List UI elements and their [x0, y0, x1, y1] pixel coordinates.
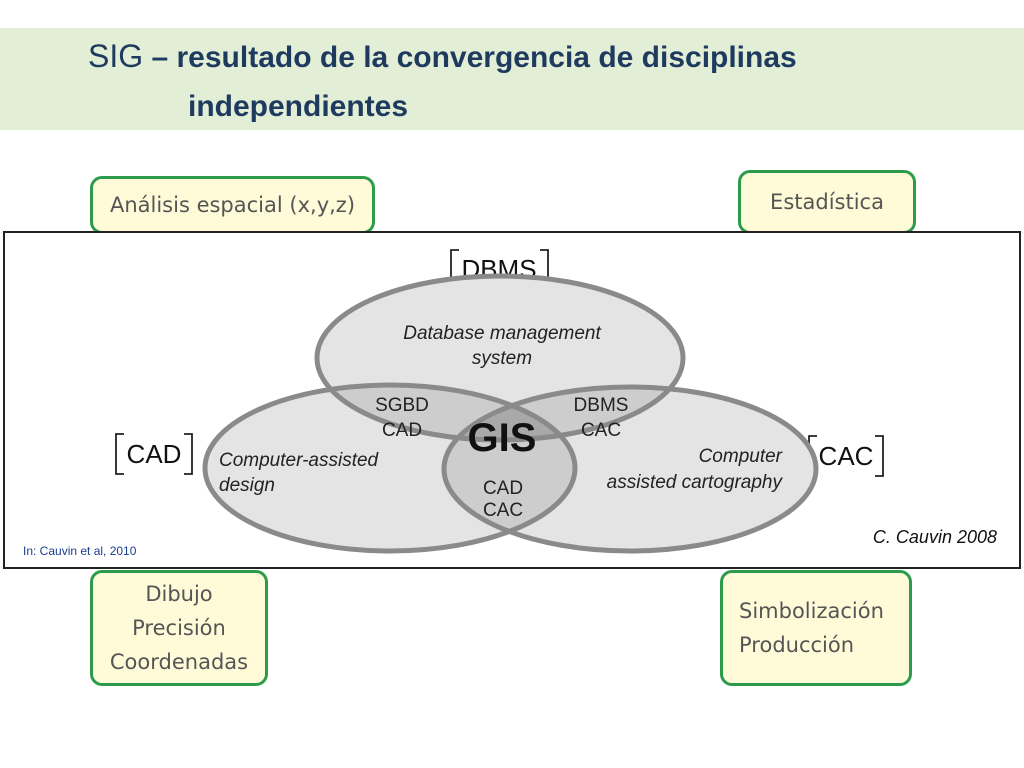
cac-label-2: assisted cartography — [607, 472, 784, 493]
diagram-frame: DBMS CAD CAC — [3, 231, 1021, 569]
dbms-cac-label-1: DBMS — [574, 395, 629, 416]
dibujo-box: Dibujo Precisión Coordenadas — [90, 570, 268, 686]
credit-source: In: Cauvin et al, 2010 — [23, 544, 137, 558]
cad-cac-label-2: CAC — [483, 500, 523, 521]
title-line-2: independientes — [188, 90, 409, 123]
credit-author: C. Cauvin 2008 — [873, 527, 997, 547]
ellipse-outlines — [202, 273, 819, 554]
dibujo-line-2: Precisión — [132, 616, 226, 640]
sgbd-cad-label: CAD — [382, 420, 422, 441]
simbolizacion-box: Simbolización Producción — [720, 570, 912, 686]
sgbd-label: SGBD — [375, 395, 429, 416]
dbms-cac-label-2: CAC — [581, 420, 621, 441]
title-line-1: resultado de la convergencia de discipli… — [176, 41, 797, 74]
dibujo-line-3: Coordenadas — [109, 650, 249, 674]
title-dash: – — [151, 41, 169, 74]
page-title: SIG – resultado de la convergencia de di… — [88, 40, 797, 73]
cad-label-1: Computer-assisted — [219, 450, 380, 471]
estadistica-box: Estadística — [738, 170, 916, 234]
dbms-label-1: Database management — [403, 323, 601, 344]
cad-tag-text: CAD — [127, 439, 182, 469]
simbolizacion-line-2: Producción — [739, 633, 855, 657]
estadistica-label: Estadística — [770, 190, 884, 214]
gis-center — [444, 387, 575, 440]
simbolizacion-line-1: Simbolización — [739, 599, 884, 623]
venn-diagram: DBMS CAD CAC — [23, 249, 997, 558]
analisis-box: Análisis espacial (x,y,z) — [90, 176, 375, 234]
analisis-label: Análisis espacial (x,y,z) — [109, 193, 356, 217]
cad-tag — [115, 433, 193, 475]
dbms-label-2: system — [472, 348, 532, 369]
cac-tag-text: CAC — [819, 441, 874, 471]
gis-label: GIS — [468, 416, 537, 460]
title-sig: SIG — [88, 38, 144, 74]
dibujo-line-1: Dibujo — [145, 582, 213, 606]
cad-label-2: design — [219, 475, 275, 496]
title-band — [0, 28, 1024, 130]
cac-label-1: Computer — [699, 446, 783, 467]
cad-cac-label-1: CAD — [483, 478, 523, 499]
